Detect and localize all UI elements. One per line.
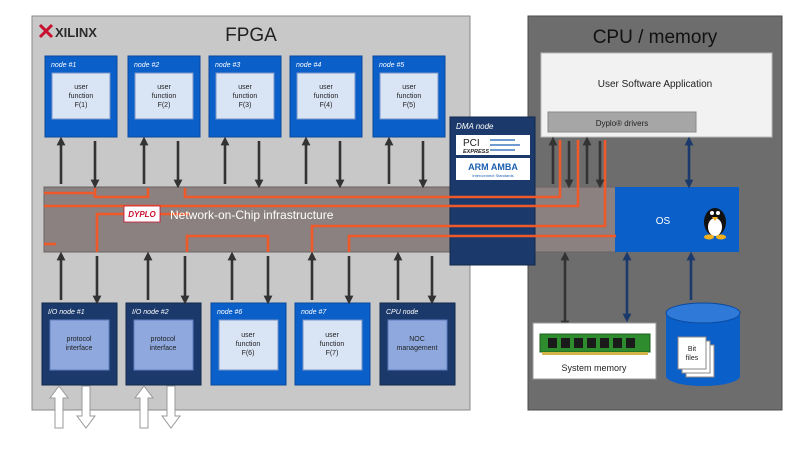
arm-amba-text: ARM AMBA — [468, 162, 518, 172]
io-node-1-line-1: protocol — [67, 336, 92, 343]
io-node-1-line-2: interface — [66, 345, 93, 352]
node-1-line-3: F(1) — [75, 102, 88, 109]
linux-penguin-icon — [704, 208, 726, 240]
pci-logo-bottom: EXPRESS — [463, 149, 489, 155]
io-node-2-line-2: interface — [150, 345, 177, 352]
io-node-2: I/O node #2 protocol interface — [125, 302, 202, 386]
io-node-1-label: I/O node #1 — [48, 309, 85, 316]
cpu-node-label: CPU node — [386, 309, 418, 316]
bottom-node-arrows — [56, 251, 437, 305]
memory-module-icon — [539, 333, 651, 355]
node-5: node #5 user function F(5) — [372, 55, 446, 138]
cpu-node: CPU node NOC management — [379, 302, 456, 386]
io-external-arrows — [49, 385, 181, 429]
node-4-line-2: function — [314, 93, 339, 100]
dyplo-logo-text: DYPLO — [128, 210, 156, 219]
node-6-line-1: user — [241, 332, 255, 339]
cpu-node-line-1: NOC — [409, 336, 425, 343]
node-3-label: node #3 — [215, 62, 240, 69]
node-6-label: node #6 — [217, 309, 242, 316]
driver-arrows — [548, 136, 605, 189]
file-stack-icon — [677, 336, 715, 378]
node-1-line-2: function — [69, 93, 94, 100]
os-label: OS — [656, 216, 671, 227]
node-5-line-2: function — [397, 93, 422, 100]
top-node-arrows — [56, 136, 428, 189]
arm-amba-logo — [456, 158, 530, 180]
dyplo-logo: DYPLO — [123, 205, 161, 223]
bitfiles-line-2: files — [686, 355, 699, 362]
io-node-2-label: I/O node #2 — [132, 309, 169, 316]
node-7-label: node #7 — [301, 309, 327, 316]
pci-logo-top: PCI — [463, 138, 480, 149]
fpga-title: FPGA — [225, 25, 277, 46]
node-1-line-1: user — [74, 84, 88, 91]
node-6: node #6 user function F(6) — [210, 302, 287, 386]
node-5-line-3: F(5) — [403, 102, 416, 109]
node-3: node #3 user function F(3) — [208, 55, 282, 138]
node-3-line-3: F(3) — [239, 102, 252, 109]
node-7-line-3: F(7) — [326, 350, 339, 357]
xilinx-brand: XILINX — [55, 25, 97, 40]
noc-routes — [44, 140, 616, 252]
cpu-node-line-2: management — [397, 345, 438, 352]
dyplo-drivers-label: Dyplo® drivers — [596, 119, 649, 128]
node-4-line-3: F(4) — [320, 102, 333, 109]
node-6-line-2: function — [236, 341, 261, 348]
node-4-line-1: user — [319, 84, 333, 91]
system-memory-label: System memory — [561, 363, 627, 373]
node-5-line-1: user — [402, 84, 416, 91]
node-7: node #7 user function F(7) — [294, 302, 371, 386]
xilinx-logo: XILINX — [38, 23, 97, 40]
node-6-line-3: F(6) — [242, 350, 255, 357]
node-1-label: node #1 — [51, 62, 76, 69]
node-5-label: node #5 — [379, 62, 404, 69]
cpu-title: CPU / memory — [593, 27, 718, 48]
node-1: node #1 user function F(1) — [44, 55, 118, 138]
io-node-1: I/O node #1 protocol interface — [41, 302, 118, 386]
node-4: node #4 user function F(4) — [289, 55, 363, 138]
node-7-line-2: function — [320, 341, 345, 348]
software-app-label: User Software Application — [598, 79, 713, 90]
xilinx-logo-icon — [38, 23, 54, 39]
dyplo-drivers-box — [547, 111, 697, 133]
node-4-label: node #4 — [296, 62, 321, 69]
node-2-line-2: function — [152, 93, 177, 100]
bitfiles-storage: Bit files — [665, 302, 741, 386]
io-node-2-line-1: protocol — [151, 336, 176, 343]
bitfiles-line-1: Bit — [688, 346, 696, 353]
node-7-line-1: user — [325, 332, 339, 339]
node-2-line-3: F(2) — [158, 102, 171, 109]
node-3-line-2: function — [233, 93, 258, 100]
node-2-label: node #2 — [134, 62, 159, 69]
node-2: node #2 user function F(2) — [127, 55, 201, 138]
dma-node-label: DMA node — [456, 122, 494, 131]
node-2-line-1: user — [157, 84, 171, 91]
noc-label: Network-on-Chip infrastructure — [170, 208, 334, 222]
arm-amba-tagline: Interconnect Standards — [472, 173, 513, 178]
node-3-line-1: user — [238, 84, 252, 91]
